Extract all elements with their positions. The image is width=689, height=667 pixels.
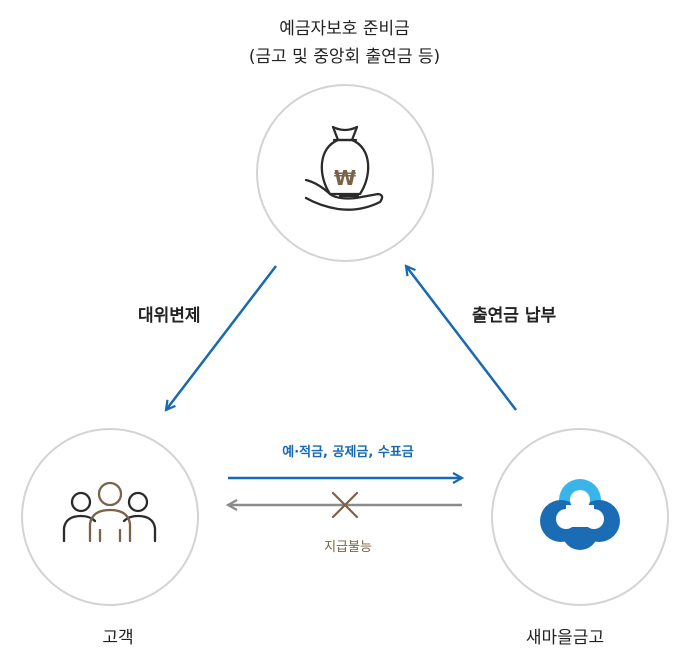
arrow-bank-to-top [406,266,517,411]
edge-label-contribution: 출연금 납부 [472,306,557,326]
top-node-title-line2: (금고 및 중앙회 출연금 등) [248,47,441,67]
arrow-top-to-customer [166,265,277,410]
bank-label: 새마을금고 [525,628,605,648]
cross-icon [331,491,359,519]
edge-label-subrogation: 대위변제 [138,306,201,326]
money-bag-hand-icon [304,125,384,211]
top-node-title-line1: 예금자보호 준비금 [279,19,410,39]
edge-label-insolvency: 지급불능 [324,540,372,555]
edge-label-deposits: 예·적금, 공제금, 수표금 [282,445,414,460]
people-group-icon [62,481,157,543]
won-symbol: ₩ [334,166,356,190]
top-node-circle [256,84,434,262]
cloud-clover-logo [540,479,620,550]
customer-label: 고객 [102,628,134,648]
customer-node-circle [21,428,199,606]
